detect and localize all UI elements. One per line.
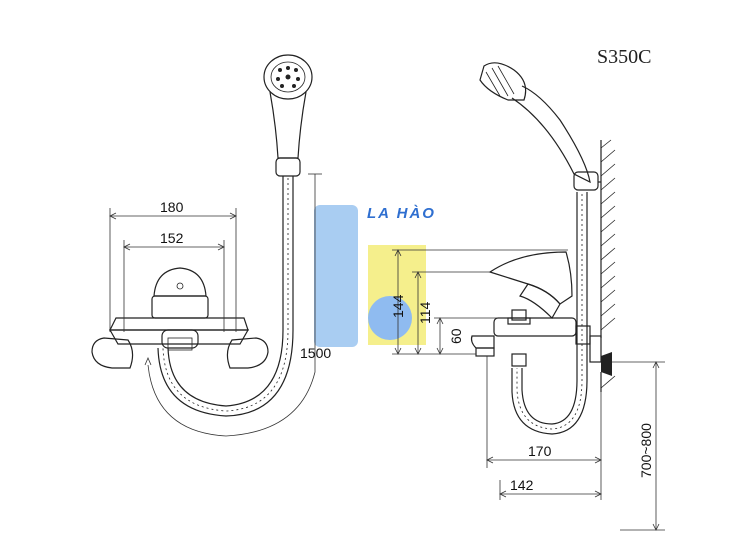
- dim-60-label: 60: [448, 328, 464, 344]
- side-view: 144 114 60 170 142 700~800: [390, 62, 665, 531]
- shower-head-side: [479, 62, 601, 191]
- watermark-logo: LA HÀO: [314, 205, 436, 347]
- hose-side: [521, 192, 578, 425]
- dim-170-label: 170: [528, 443, 552, 459]
- watermark-brand-text: LA HÀO: [367, 205, 436, 222]
- wall: [600, 139, 616, 392]
- dim-1500-label: 1500: [300, 345, 331, 361]
- shower-head-front: [263, 54, 313, 177]
- hose-length-dim: [147, 174, 316, 437]
- dim-142-label: 142: [510, 477, 534, 493]
- dim-180-label: 180: [160, 199, 184, 215]
- dim-114-label: 114: [417, 301, 433, 324]
- mixer-body-side: [470, 251, 612, 376]
- watermark-blue-dot: [368, 296, 412, 340]
- watermark-blue-bar: [314, 205, 358, 347]
- hose-front: [167, 176, 284, 407]
- dim-144-label: 144: [390, 294, 406, 318]
- mixer-body-front: [91, 267, 269, 369]
- front-view: 180 152 1500: [91, 54, 331, 437]
- model-label: S350C: [597, 46, 651, 68]
- dim-700-800-label: 700~800: [638, 423, 654, 478]
- dim-152-label: 152: [160, 230, 184, 246]
